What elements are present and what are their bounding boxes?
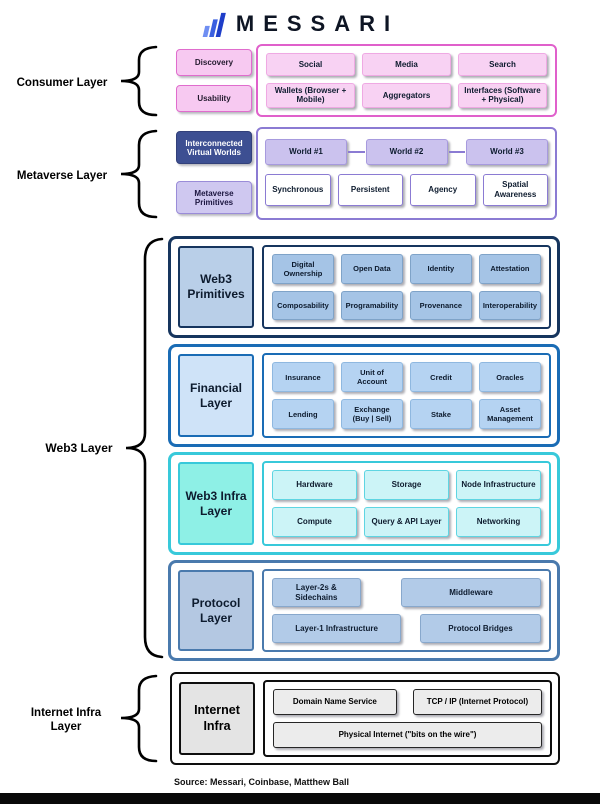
internet-infra-layer-label: Internet Infra Layer (30, 707, 102, 734)
box-provenance: Provenance (409, 290, 472, 320)
box-world-2: World #2 (365, 139, 448, 165)
box-storage: Storage (364, 470, 449, 500)
box-persistent: Persistent (337, 174, 403, 206)
box-world-1: World #1 (265, 139, 347, 165)
internet-row-1: Domain Name Service TCP / IP (Internet P… (273, 689, 542, 715)
metaverse-brace (120, 129, 158, 219)
protocol-layer-section: Protocol Layer Layer-2s & Sidechains Mid… (168, 560, 560, 661)
box-oracles: Oracles (479, 362, 541, 392)
box-credit: Credit (410, 362, 472, 392)
discovery-box: Discovery (176, 49, 252, 76)
financial-layer-container: Insurance Unit of Account Credit Oracles… (262, 353, 551, 438)
internet-infra-title: Internet Infra (179, 682, 255, 755)
box-world-3: World #3 (466, 139, 548, 165)
web3-primitives-title: Web3 Primitives (178, 246, 254, 328)
box-synchronous: Synchronous (265, 174, 331, 206)
protocol-row-2: Layer-1 Infrastructure Protocol Bridges (272, 614, 541, 643)
box-interoperability: Interoperability (478, 290, 541, 320)
box-interfaces: Interfaces (Software + Physical) (458, 82, 547, 108)
box-open-data: Open Data (340, 254, 403, 284)
world-connector (448, 151, 465, 153)
messari-logo-icon (202, 12, 226, 37)
internet-row-2: Physical Internet ("bits on the wire") (273, 722, 542, 748)
box-compute: Compute (272, 507, 357, 537)
web3-brace (125, 237, 164, 659)
consumer-brace (120, 45, 158, 117)
protocol-layer-title: Protocol Layer (178, 570, 254, 651)
box-wallets: Wallets (Browser + Mobile) (266, 82, 355, 108)
usability-box: Usability (176, 85, 252, 112)
box-layer2s-sidechains: Layer-2s & Sidechains (272, 578, 361, 607)
box-programability: Programability (340, 290, 403, 320)
box-exchange: Exchange (Buy | Sell) (341, 399, 403, 429)
box-node-infrastructure: Node Infrastructure (456, 470, 541, 500)
world-connector (348, 151, 365, 153)
box-composability: Composability (272, 290, 334, 320)
box-lending: Lending (272, 399, 334, 429)
box-tcp-ip: TCP / IP (Internet Protocol) (412, 689, 542, 715)
consumer-layer-container: Social Media Search Wallets (Browser + M… (256, 44, 557, 117)
box-middleware: Middleware (401, 578, 541, 607)
box-layer1-infrastructure: Layer-1 Infrastructure (272, 614, 402, 643)
box-stake: Stake (410, 399, 472, 429)
box-asset-management: Asset Management (479, 399, 541, 429)
web3-infra-layer-container: Hardware Storage Node Infrastructure Com… (262, 461, 551, 546)
financial-layer-section: Financial Layer Insurance Unit of Accoun… (168, 344, 560, 447)
protocol-layer-container: Layer-2s & Sidechains Middleware Layer-1… (262, 569, 551, 652)
box-unit-of-account: Unit of Account (341, 362, 403, 392)
box-social: Social (266, 53, 355, 76)
box-media: Media (362, 53, 451, 76)
messari-logo: MESSARI (0, 7, 600, 41)
metaverse-primitives-box: Metaverse Primitives (176, 181, 252, 214)
web3-primitives-section: Web3 Primitives Digital Ownership Open D… (168, 236, 560, 338)
box-spatial-awareness: Spatial Awareness (482, 174, 548, 206)
box-protocol-bridges: Protocol Bridges (419, 614, 541, 643)
web3-infra-layer-title: Web3 Infra Layer (178, 462, 254, 545)
box-domain-name-service: Domain Name Service (273, 689, 397, 715)
box-hardware: Hardware (272, 470, 357, 500)
box-identity: Identity (409, 254, 472, 284)
brand-text: MESSARI (235, 11, 400, 36)
internet-infra-section: Internet Infra Domain Name Service TCP /… (170, 672, 560, 765)
box-insurance: Insurance (272, 362, 334, 392)
bottom-bar (0, 793, 600, 804)
box-search: Search (458, 53, 547, 76)
box-agency: Agency (410, 174, 476, 206)
source-attribution: Source: Messari, Coinbase, Matthew Ball (174, 777, 350, 787)
internet-infra-container: Domain Name Service TCP / IP (Internet P… (263, 680, 552, 757)
consumer-layer-label: Consumer Layer (16, 77, 108, 89)
web3-infra-layer-section: Web3 Infra Layer Hardware Storage Node I… (168, 452, 560, 555)
box-physical-internet: Physical Internet ("bits on the wire") (273, 722, 542, 748)
web3-layer-label: Web3 Layer (45, 441, 113, 455)
box-digital-ownership: Digital Ownership (272, 254, 334, 284)
box-aggregators: Aggregators (362, 82, 451, 108)
interconnected-virtual-worlds-box: Interconnected Virtual Worlds (176, 131, 252, 164)
worlds-row: World #1 World #2 World #3 (265, 139, 548, 165)
internet-brace (120, 674, 158, 763)
financial-layer-title: Financial Layer (178, 354, 254, 437)
box-query-api-layer: Query & API Layer (364, 507, 449, 537)
box-networking: Networking (456, 507, 541, 537)
metaverse-layer-container: World #1 World #2 World #3 Synchronous P… (256, 127, 557, 220)
box-attestation: Attestation (478, 254, 541, 284)
protocol-row-1: Layer-2s & Sidechains Middleware (272, 578, 541, 607)
metaverse-layer-label: Metaverse Layer (16, 170, 108, 182)
metaverse-properties-row: Synchronous Persistent Agency Spatial Aw… (265, 174, 548, 206)
web3-primitives-container: Digital Ownership Open Data Identity Att… (262, 245, 551, 329)
